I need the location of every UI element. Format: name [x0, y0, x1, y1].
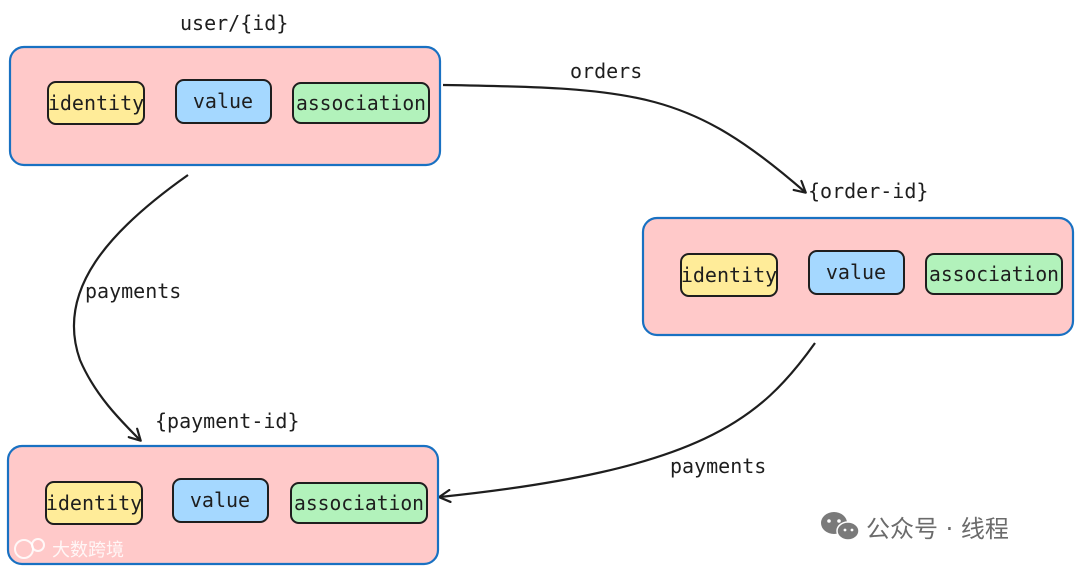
edge-order-payments-arrow — [440, 342, 816, 497]
node-order: {order-id} identity value association — [641, 179, 1075, 337]
svg-text:association: association — [296, 91, 426, 115]
pill-identity: identity — [680, 253, 778, 297]
watermark-right: 公众号 · 线程 — [821, 512, 1009, 543]
svg-text:association: association — [929, 262, 1059, 286]
watermark-left-text: 大数跨境 — [52, 540, 124, 561]
node-title-order: {order-id} — [808, 179, 928, 203]
svg-text:identity: identity — [681, 263, 777, 287]
wechat-icon — [821, 512, 860, 541]
edge-user-payments-arrow — [72, 174, 189, 440]
pill-association: association — [925, 253, 1063, 295]
pill-value: value — [808, 250, 905, 295]
node-title-payment: {payment-id} — [155, 409, 300, 433]
node-title-user: user/{id} — [180, 11, 288, 35]
edge-orders-arrow — [442, 83, 805, 192]
pill-value: value — [172, 478, 269, 523]
edge-label-orders: orders — [570, 59, 642, 83]
pill-association: association — [292, 82, 430, 124]
pill-identity: identity — [47, 81, 145, 125]
svg-text:identity: identity — [46, 491, 142, 515]
pill-identity: identity — [45, 481, 143, 525]
svg-text:value: value — [193, 89, 253, 113]
node-user: user/{id} identity value association — [8, 11, 442, 167]
svg-text:association: association — [294, 491, 424, 515]
svg-text:value: value — [190, 488, 250, 512]
node-payment: {payment-id} identity value association — [6, 409, 440, 566]
svg-text:identity: identity — [48, 91, 144, 115]
pill-association: association — [290, 482, 428, 524]
edge-label-order-payments: payments — [670, 454, 766, 478]
edge-label-user-payments: payments — [85, 279, 181, 303]
watermark-left: 大数跨境 — [14, 538, 124, 561]
pill-value: value — [175, 79, 272, 124]
brand-logo-icon — [14, 538, 45, 559]
watermark-right-text: 公众号 · 线程 — [866, 515, 1009, 543]
svg-text:value: value — [826, 260, 886, 284]
